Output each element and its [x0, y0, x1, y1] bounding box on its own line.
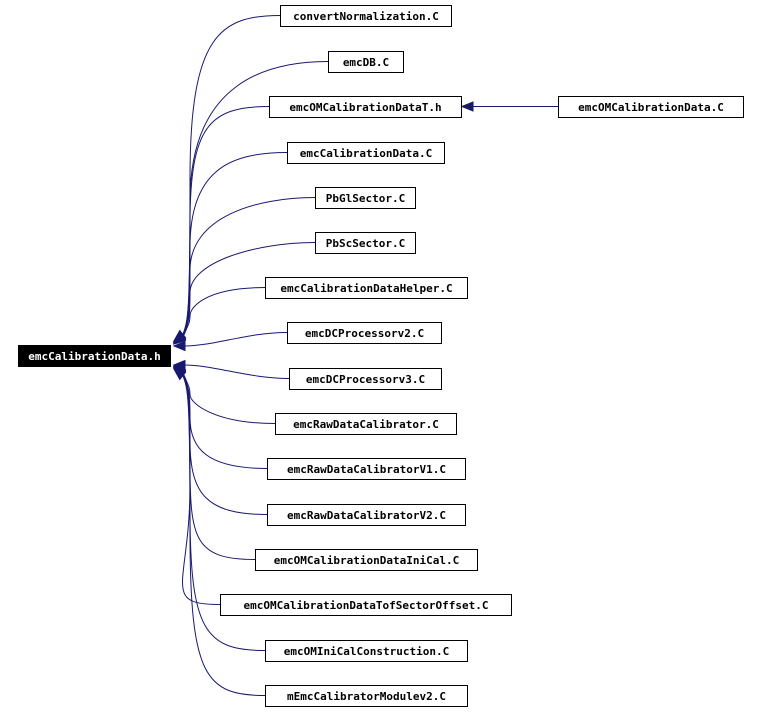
- edge-n3-to-root: [181, 106, 270, 339]
- node-label: emcRawDataCalibratorV2.C: [287, 509, 446, 522]
- file-node[interactable]: mEmcCalibratorModulev2.C: [265, 685, 468, 707]
- node-box: [287, 142, 445, 164]
- node-box: [265, 640, 468, 662]
- node-label: convertNormalization.C: [293, 10, 439, 23]
- node-box: [269, 96, 462, 118]
- file-node[interactable]: emcDCProcessorv3.C: [289, 368, 442, 390]
- node-label: emcDCProcessorv2.C: [305, 327, 424, 340]
- node-label: emcCalibrationData.h: [28, 350, 160, 363]
- root-node: emcCalibrationData.h: [18, 345, 171, 367]
- file-node[interactable]: emcOMCalibrationDataT.h: [269, 96, 462, 118]
- node-label: emcRawDataCalibrator.C: [293, 418, 439, 431]
- nodes-layer: emcCalibrationData.h convertNormalization…: [18, 5, 744, 707]
- edge-n8-to-root: [183, 332, 288, 347]
- node-label: emcOMCalibrationData.C: [578, 101, 724, 114]
- node-label: emcCalibrationData.C: [300, 147, 432, 160]
- edge-n7-to-root-arrowhead: [172, 332, 187, 345]
- node-label: emcOMCalibrationDataIniCal.C: [274, 554, 459, 567]
- file-node[interactable]: convertNormalization.C: [280, 5, 452, 27]
- node-box: [255, 549, 478, 571]
- edge-n11-to-root: [181, 370, 268, 469]
- file-node[interactable]: emcCalibrationData.C: [287, 142, 445, 164]
- node-box: [287, 322, 442, 344]
- edges-layer: [172, 15, 558, 696]
- node-label: mEmcCalibratorModulev2.C: [287, 690, 446, 703]
- edge-n6-to-root: [181, 242, 316, 340]
- node-box: [267, 458, 466, 480]
- node-box: [558, 96, 744, 118]
- node-label: emcOMIniCalConstruction.C: [284, 645, 450, 658]
- file-node[interactable]: emcOMCalibrationData.C: [558, 96, 744, 118]
- file-node[interactable]: emcDB.C: [328, 51, 404, 73]
- node-label: PbGlSector.C: [326, 192, 405, 205]
- node-box: [289, 368, 442, 390]
- node-label: emcRawDataCalibratorV1.C: [287, 463, 446, 476]
- edge-n12-to-root: [181, 370, 268, 515]
- edge-n16-to-root: [181, 372, 266, 696]
- file-node[interactable]: PbGlSector.C: [315, 187, 416, 209]
- node-label: emcOMCalibrationDataTofSectorOffset.C: [243, 599, 488, 612]
- edge-n9-to-root: [183, 364, 290, 379]
- node-box: [267, 504, 466, 526]
- file-node[interactable]: emcOMCalibrationDataIniCal.C: [255, 549, 478, 571]
- node-label: emcCalibrationDataHelper.C: [280, 282, 452, 295]
- node-label: PbScSector.C: [326, 237, 405, 250]
- file-node[interactable]: emcOMCalibrationDataTofSectorOffset.C: [220, 594, 512, 616]
- edge-n13-to-root: [181, 371, 256, 560]
- node-box: [265, 685, 468, 707]
- node-box: [18, 345, 171, 367]
- edge-n8-to-root-arrowhead: [172, 340, 186, 352]
- edge-n14-to-root: [181, 371, 221, 605]
- edge-n7-to-root: [181, 287, 266, 341]
- file-node[interactable]: PbScSector.C: [315, 232, 416, 254]
- node-label: emcDB.C: [343, 56, 389, 69]
- node-label: emcDCProcessorv3.C: [306, 373, 425, 386]
- node-box: [315, 187, 416, 209]
- edge-n10-to-root: [181, 369, 276, 424]
- node-box: [328, 51, 404, 73]
- node-box: [315, 232, 416, 254]
- file-node[interactable]: emcRawDataCalibrator.C: [275, 413, 457, 435]
- edge-n16-to-root-arrowhead: [172, 368, 187, 381]
- node-box: [275, 413, 457, 435]
- node-box: [220, 594, 512, 616]
- node-box: [265, 277, 468, 299]
- file-node[interactable]: emcOMIniCalConstruction.C: [265, 640, 468, 662]
- file-node[interactable]: emcDCProcessorv2.C: [287, 322, 442, 344]
- edge-n5-to-root: [181, 197, 316, 340]
- node-box: [280, 5, 452, 27]
- node-label: emcOMCalibrationDataT.h: [289, 101, 441, 114]
- edge-n3b-to-n3-arrowhead: [460, 101, 474, 112]
- file-node[interactable]: emcCalibrationDataHelper.C: [265, 277, 468, 299]
- file-node[interactable]: emcRawDataCalibratorV1.C: [267, 458, 466, 480]
- file-node[interactable]: emcRawDataCalibratorV2.C: [267, 504, 466, 526]
